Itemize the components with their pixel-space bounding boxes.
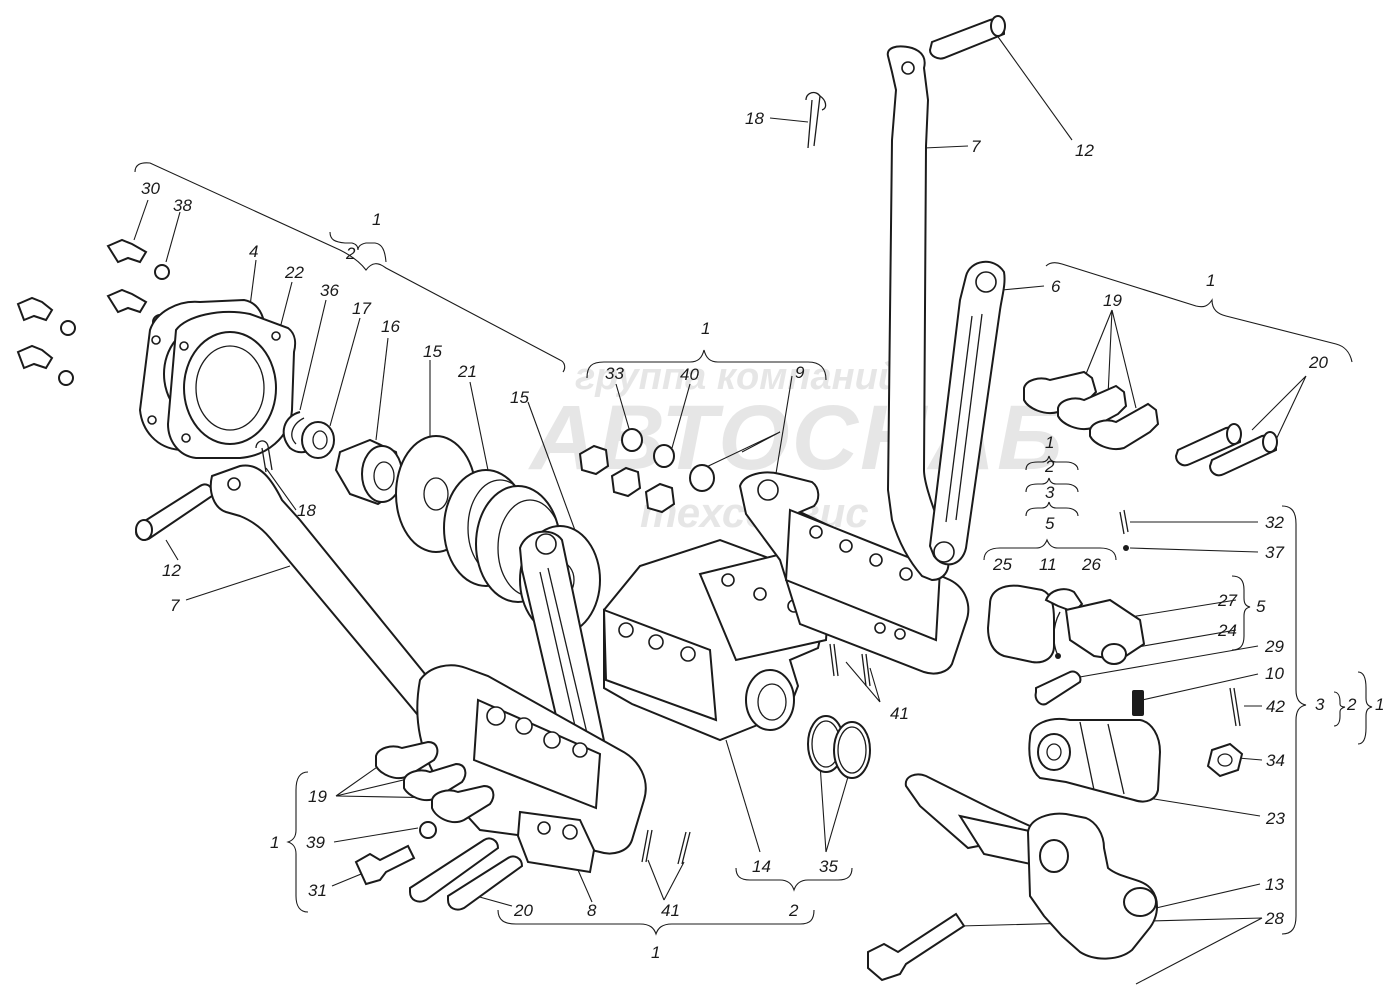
bolt-28: [867, 912, 966, 982]
cotter-pin-18-top: [805, 91, 827, 149]
hook-13: [904, 773, 1158, 960]
label-42: 42: [1266, 697, 1285, 716]
label-31: 31: [308, 881, 327, 900]
label-19-right: 19: [1103, 291, 1122, 310]
label-3-stack: 3: [1045, 483, 1055, 502]
label-4: 4: [249, 242, 259, 261]
label-32: 32: [1265, 513, 1284, 532]
label-29: 29: [1265, 637, 1284, 656]
nuts-33-40: [578, 428, 715, 514]
label-41-mid: 41: [890, 704, 909, 723]
pins-20-right: [1174, 423, 1278, 477]
label-38: 38: [173, 196, 192, 215]
label-2-stack: 2: [1045, 457, 1055, 476]
label-19-left: 19: [308, 787, 327, 806]
label-2-bottom: 2: [789, 901, 799, 920]
label-1-side: 1: [1375, 695, 1385, 714]
label-5-right: 5: [1256, 597, 1266, 616]
label-22: 22: [285, 263, 304, 282]
pin-12-left: [134, 483, 213, 541]
label-1-center: 1: [701, 319, 711, 338]
bolts-19-left: [375, 740, 495, 824]
label-2-side: 2: [1347, 695, 1357, 714]
label-20-left: 20: [514, 901, 533, 920]
watermark-line-1: группа компаний: [575, 356, 902, 398]
label-33: 33: [605, 364, 624, 383]
label-18-left: 18: [297, 501, 316, 520]
label-10: 10: [1265, 664, 1284, 683]
label-41-bottom: 41: [661, 901, 680, 920]
label-8: 8: [587, 901, 597, 920]
label-23: 23: [1266, 809, 1285, 828]
cotter-pin-18-left: [255, 440, 273, 473]
label-2-top-left: 2: [346, 244, 356, 263]
label-7-top: 7: [971, 137, 981, 156]
label-24: 24: [1218, 621, 1237, 640]
label-5-stack: 5: [1045, 514, 1055, 533]
label-14: 14: [752, 857, 771, 876]
rings-35: [807, 643, 871, 779]
bolts-19-right: [1023, 370, 1160, 450]
pin-12-top: [928, 15, 1006, 60]
label-37: 37: [1265, 543, 1284, 562]
label-1-bottom: 1: [651, 943, 661, 962]
label-18-top: 18: [745, 109, 764, 128]
label-15-b: 15: [510, 388, 529, 407]
label-35: 35: [819, 857, 838, 876]
label-17: 17: [352, 299, 371, 318]
label-34: 34: [1266, 751, 1285, 770]
label-36: 36: [320, 281, 339, 300]
label-12-top: 12: [1075, 141, 1094, 160]
label-40: 40: [680, 365, 699, 384]
label-11: 11: [1039, 555, 1057, 574]
label-28: 28: [1265, 909, 1284, 928]
label-20-right: 20: [1309, 353, 1328, 372]
bracket-14: [602, 538, 832, 742]
label-30: 30: [141, 179, 160, 198]
label-3-side: 3: [1315, 695, 1325, 714]
assembly-brackets: [134, 162, 1373, 936]
label-21: 21: [458, 362, 477, 381]
label-15-a: 15: [423, 342, 442, 361]
label-12-left: 12: [162, 561, 181, 580]
label-1-right-top: 1: [1206, 271, 1216, 290]
link-6-right: [928, 261, 1006, 566]
label-1-left: 1: [270, 833, 280, 852]
label-25: 25: [993, 555, 1012, 574]
label-7-left: 7: [170, 596, 180, 615]
label-26: 26: [1082, 555, 1101, 574]
latch-assembly: [986, 509, 1146, 665]
holder-23: [1028, 718, 1162, 803]
label-39: 39: [306, 833, 325, 852]
bolts-top-left: [16, 238, 170, 386]
housing-4: [138, 298, 297, 459]
leader-lines: [133, 33, 1307, 985]
small-parts-bottom-left: [354, 821, 691, 911]
label-9: 9: [795, 363, 805, 382]
label-1-stack: 1: [1045, 433, 1055, 452]
label-1-top-left: 1: [372, 210, 382, 229]
label-6: 6: [1051, 277, 1061, 296]
ring-washer-bushing: [282, 411, 404, 506]
bracket-9-right: [738, 471, 970, 675]
label-13: 13: [1265, 875, 1284, 894]
small-parts-right: [1034, 670, 1244, 778]
label-16: 16: [381, 317, 400, 336]
label-27: 27: [1218, 591, 1237, 610]
